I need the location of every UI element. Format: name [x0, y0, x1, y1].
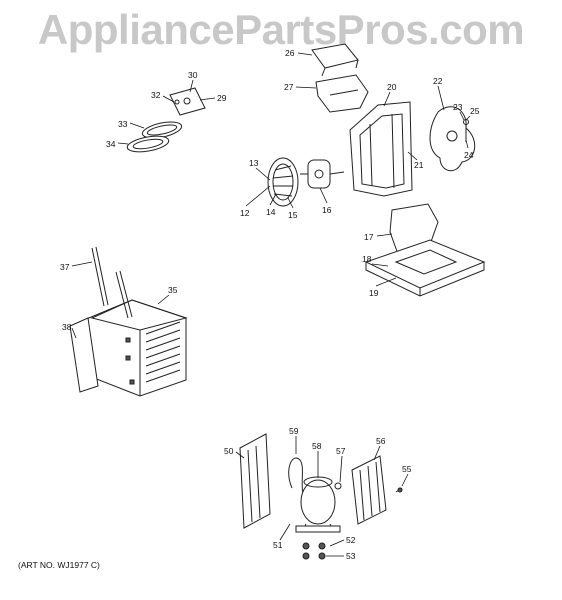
callout-53: 53 — [346, 551, 356, 561]
callout-14: 14 — [266, 207, 276, 217]
callout-25: 25 — [470, 106, 480, 116]
callout-18: 18 — [362, 254, 372, 264]
callout-52: 52 — [346, 535, 356, 545]
callout-32: 32 — [151, 90, 161, 100]
callout-19: 19 — [369, 288, 379, 298]
callout-15: 15 — [288, 210, 298, 220]
scroll-housing-top — [315, 74, 369, 113]
cabinet-side-panel — [69, 317, 99, 393]
art-number-caption: (ART NO. WJ1977 C) — [18, 560, 100, 570]
callout-13: 13 — [249, 158, 259, 168]
callout-30: 30 — [188, 70, 198, 80]
callout-29: 29 — [217, 93, 227, 103]
callout-27: 27 — [284, 82, 294, 92]
callout-16: 16 — [322, 205, 332, 215]
condenser-fan-blade — [429, 106, 476, 172]
drain-tube — [91, 246, 109, 307]
callout-33: 33 — [118, 119, 128, 129]
fan-motor — [300, 159, 345, 189]
callout-38: 38 — [62, 322, 72, 332]
watermark-text: AppliancePartsPros.com — [37, 6, 525, 53]
blower-wheel — [267, 157, 299, 207]
evaporator-coil — [239, 433, 271, 529]
compressor-grommets — [302, 542, 326, 560]
callout-57: 57 — [336, 446, 346, 456]
callout-37: 37 — [60, 262, 70, 272]
leader-lines — [71, 52, 471, 557]
callout-24: 24 — [464, 150, 474, 160]
top-cover-bracket — [311, 43, 359, 77]
callout-50: 50 — [224, 446, 234, 456]
callout-12: 12 — [240, 208, 250, 218]
callout-55: 55 — [402, 464, 412, 474]
base-pan — [364, 239, 486, 297]
capillary-screw — [395, 487, 403, 493]
vane-lever — [115, 270, 133, 319]
callout-26: 26 — [285, 48, 295, 58]
front-grille-cabinet — [83, 299, 188, 397]
suction-tube — [288, 457, 307, 501]
control-knob-assembly — [169, 87, 206, 116]
orifice-scroll — [349, 101, 413, 197]
callout-51: 51 — [273, 540, 283, 550]
callout-35: 35 — [168, 285, 178, 295]
callout-22: 22 — [433, 76, 443, 86]
callout-59: 59 — [289, 426, 299, 436]
overload-protector — [334, 482, 342, 490]
callout-58: 58 — [312, 441, 322, 451]
filter-pad-lower — [126, 135, 170, 153]
callout-56: 56 — [376, 436, 386, 446]
callout-17: 17 — [364, 232, 374, 242]
callout-20: 20 — [387, 82, 397, 92]
callout-34: 34 — [106, 139, 116, 149]
condenser-coil — [351, 455, 387, 525]
callout-21: 21 — [414, 160, 424, 170]
callout-labels: 30 29 32 33 34 26 27 20 22 23 25 21 24 1… — [60, 48, 480, 561]
callout-23: 23 — [453, 102, 463, 112]
